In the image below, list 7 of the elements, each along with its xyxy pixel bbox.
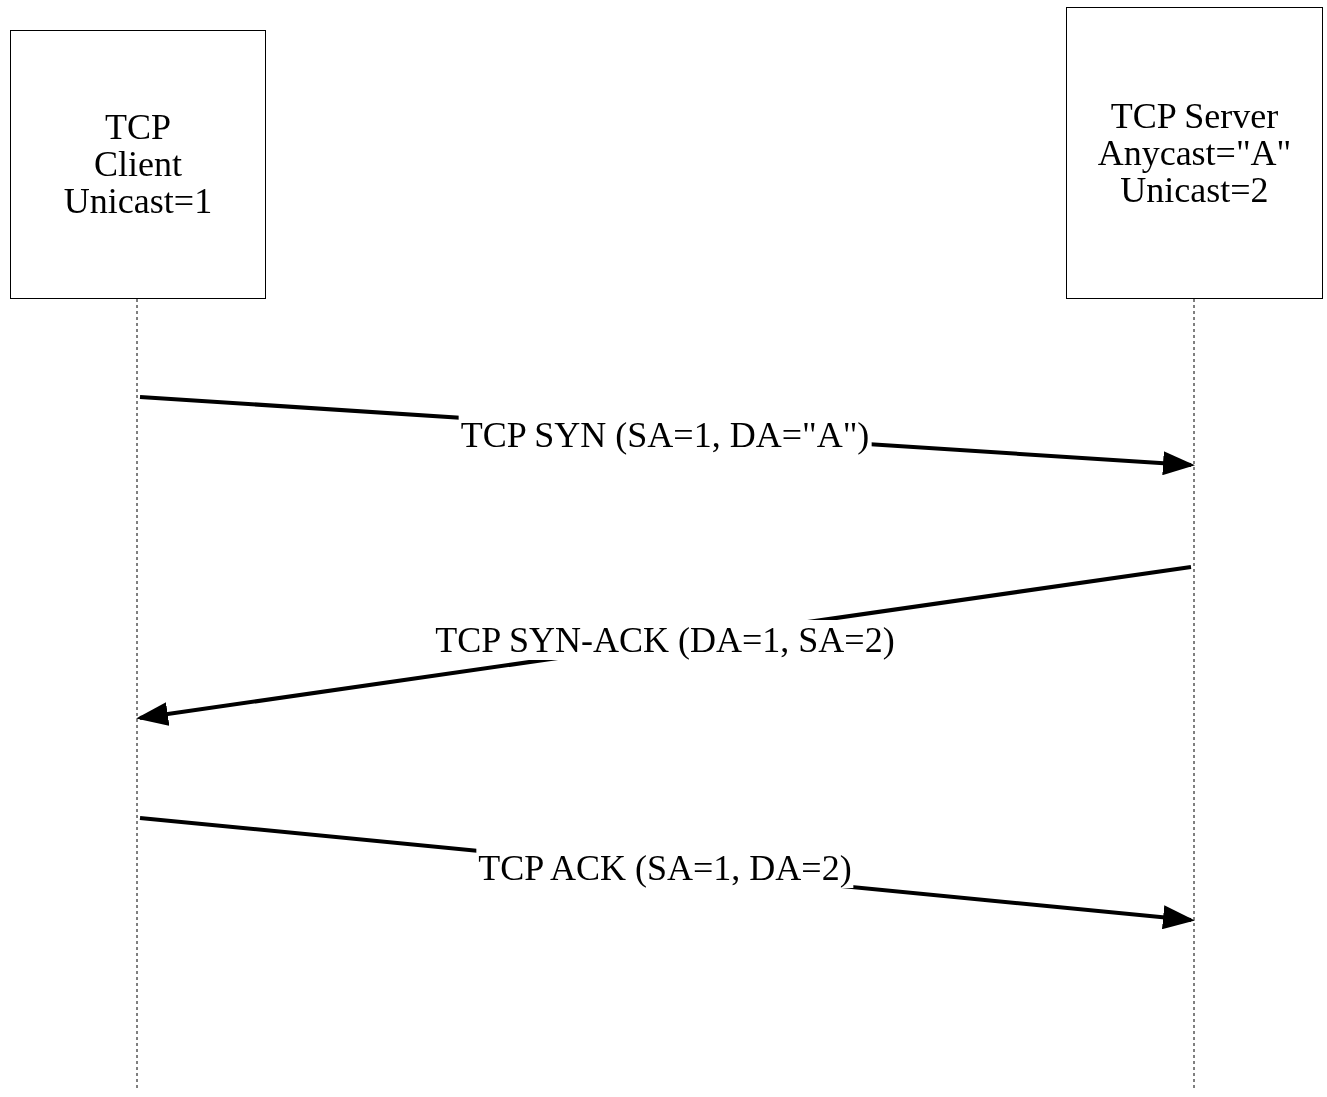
message-label: TCP ACK (SA=1, DA=2) <box>476 848 854 888</box>
message-label: TCP SYN (SA=1, DA="A") <box>458 415 872 455</box>
participant-box <box>1066 7 1323 299</box>
participant-label: TCP Server Anycast="A" Unicast=2 <box>1097 97 1292 209</box>
participant-box <box>10 30 266 299</box>
participant-label: TCP Client Unicast=1 <box>63 109 213 220</box>
message-label: TCP SYN-ACK (DA=1, SA=2) <box>433 620 897 660</box>
